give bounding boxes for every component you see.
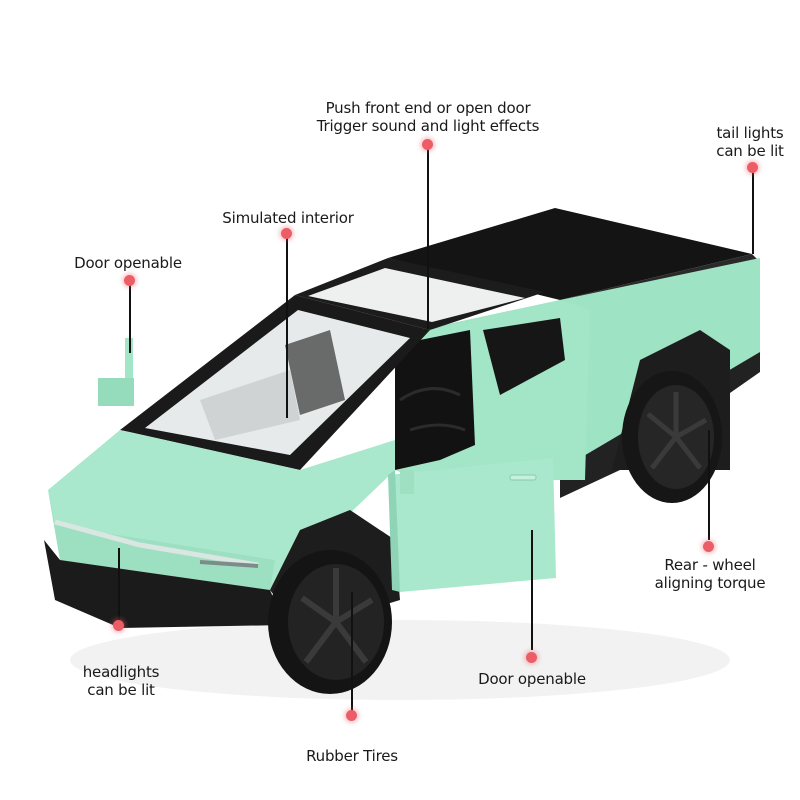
label-rubber-tires: Rubber Tires (290, 747, 414, 765)
label-push-front-line-2: Trigger sound and light effects (316, 117, 540, 135)
label-push-front-line-1: Push front end or open door (325, 99, 531, 117)
callout-dot-tail-lights (747, 162, 758, 173)
label-headlights-line-1: headlights (82, 663, 160, 681)
label-push-front: Push front end or open door Trigger soun… (268, 99, 588, 135)
label-tail-lights-line-1: tail lights (716, 124, 784, 142)
label-door-openable-front: Door openable (462, 670, 602, 688)
label-rubber-tires-line-1: Rubber Tires (306, 747, 398, 765)
label-simulated-interior: Simulated interior (198, 209, 378, 227)
callout-dot-rear-wheel (703, 541, 714, 552)
callout-line-door-openable-left (129, 285, 131, 353)
label-tail-lights: tail lights can be lit (700, 124, 800, 160)
label-rear-wheel-line-2: aligning torque (654, 574, 766, 592)
callout-line-headlights (118, 548, 120, 624)
label-rear-wheel-line-1: Rear - wheel (664, 556, 756, 574)
label-rear-wheel: Rear - wheel aligning torque (630, 556, 790, 592)
callout-line-door-openable-front (531, 530, 533, 650)
callout-line-rear-wheel (708, 430, 710, 540)
callout-line-simulated-interior (286, 238, 288, 418)
callout-dot-simulated-interior (281, 228, 292, 239)
callout-line-tail-lights (752, 172, 754, 254)
callout-line-rubber-tires (351, 592, 353, 712)
label-door-openable-left: Door openable (58, 254, 198, 272)
label-door-openable-left-line-1: Door openable (74, 254, 182, 272)
callout-dot-push-front (422, 139, 433, 150)
callout-dot-headlights (113, 620, 124, 631)
label-tail-lights-line-2: can be lit (716, 142, 784, 160)
callout-dot-rubber-tires (346, 710, 357, 721)
label-door-openable-front-line-1: Door openable (478, 670, 586, 688)
callout-dot-door-openable-front (526, 652, 537, 663)
callout-line-push-front (427, 149, 429, 329)
callout-dot-door-openable-left (124, 275, 135, 286)
label-headlights: headlights can be lit (66, 663, 176, 699)
label-headlights-line-2: can be lit (87, 681, 155, 699)
label-simulated-interior-line-1: Simulated interior (222, 209, 354, 227)
